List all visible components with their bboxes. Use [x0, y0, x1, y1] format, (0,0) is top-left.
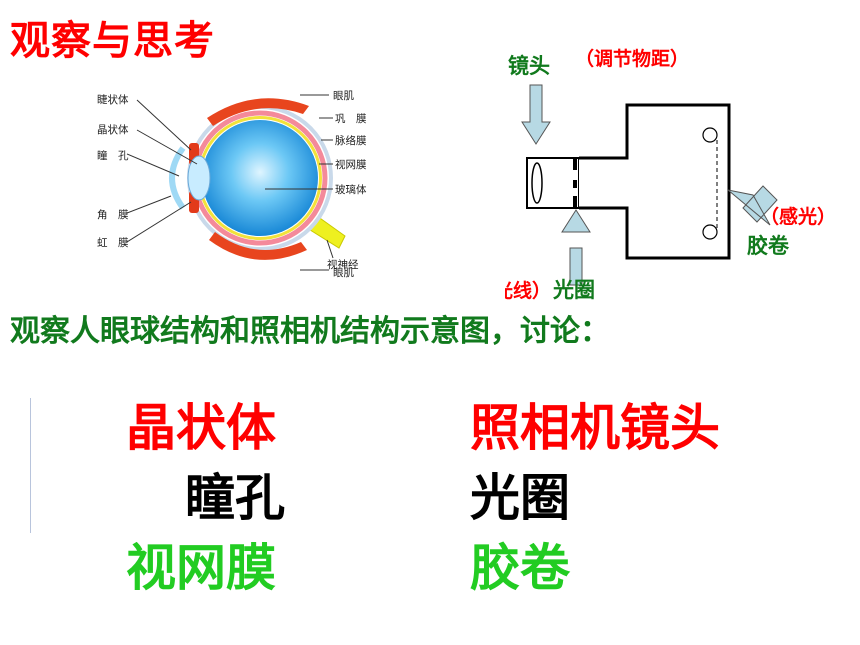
eye-part-pupil: 瞳孔 — [185, 469, 285, 527]
eye-part-lens: 晶状体 — [126, 399, 276, 457]
label-retina: 视网膜 — [335, 158, 367, 171]
label-iris: 虹 膜 — [97, 237, 129, 249]
discussion-question: 观察人眼球结构和照相机结构示意图，讨论： — [10, 314, 610, 349]
divider-line — [30, 398, 31, 533]
label-camera-film-note: （感光） — [760, 205, 836, 228]
label-sclera: 巩 膜 — [335, 113, 367, 125]
label-cornea: 角 膜 — [97, 209, 129, 221]
label-eye-muscle-top: 眼肌 — [333, 90, 354, 102]
label-ciliary-body: 睫状体 — [97, 93, 129, 106]
label-optic-nerve: 视神经 — [327, 258, 359, 271]
label-vitreous: 玻璃体 — [335, 183, 367, 196]
label-eye-muscle-bottom: 眼肌 — [333, 267, 354, 278]
label-camera-film: 胶卷 — [747, 234, 790, 258]
label-camera-lens: 镜头 — [508, 54, 550, 78]
eye-part-retina: 视网膜 — [126, 539, 276, 597]
label-camera-aperture: 光圈 — [552, 278, 595, 300]
camera-structure-diagram: 镜头 （调节物距） 光圈 （控制光线） 胶卷 （感光） — [505, 47, 836, 300]
label-camera-lens-note: （调节物距） — [575, 47, 689, 70]
label-pupil: 瞳 孔 — [97, 149, 129, 162]
page-title: 观察与思考 — [10, 18, 215, 64]
camera-part-aperture: 光圈 — [470, 469, 570, 527]
label-camera-aperture-note: （控制光线） — [505, 279, 551, 300]
camera-part-film: 胶卷 — [470, 539, 570, 597]
camera-part-lens: 照相机镜头 — [470, 399, 720, 457]
label-choroid: 脉络膜 — [335, 134, 367, 147]
eye-structure-diagram: 睫状体 晶状体 瞳 孔 角 膜 虹 膜 眼肌 巩 膜 脉络膜 视网膜 玻璃体 视… — [97, 90, 367, 278]
label-lens: 晶状体 — [97, 123, 129, 136]
